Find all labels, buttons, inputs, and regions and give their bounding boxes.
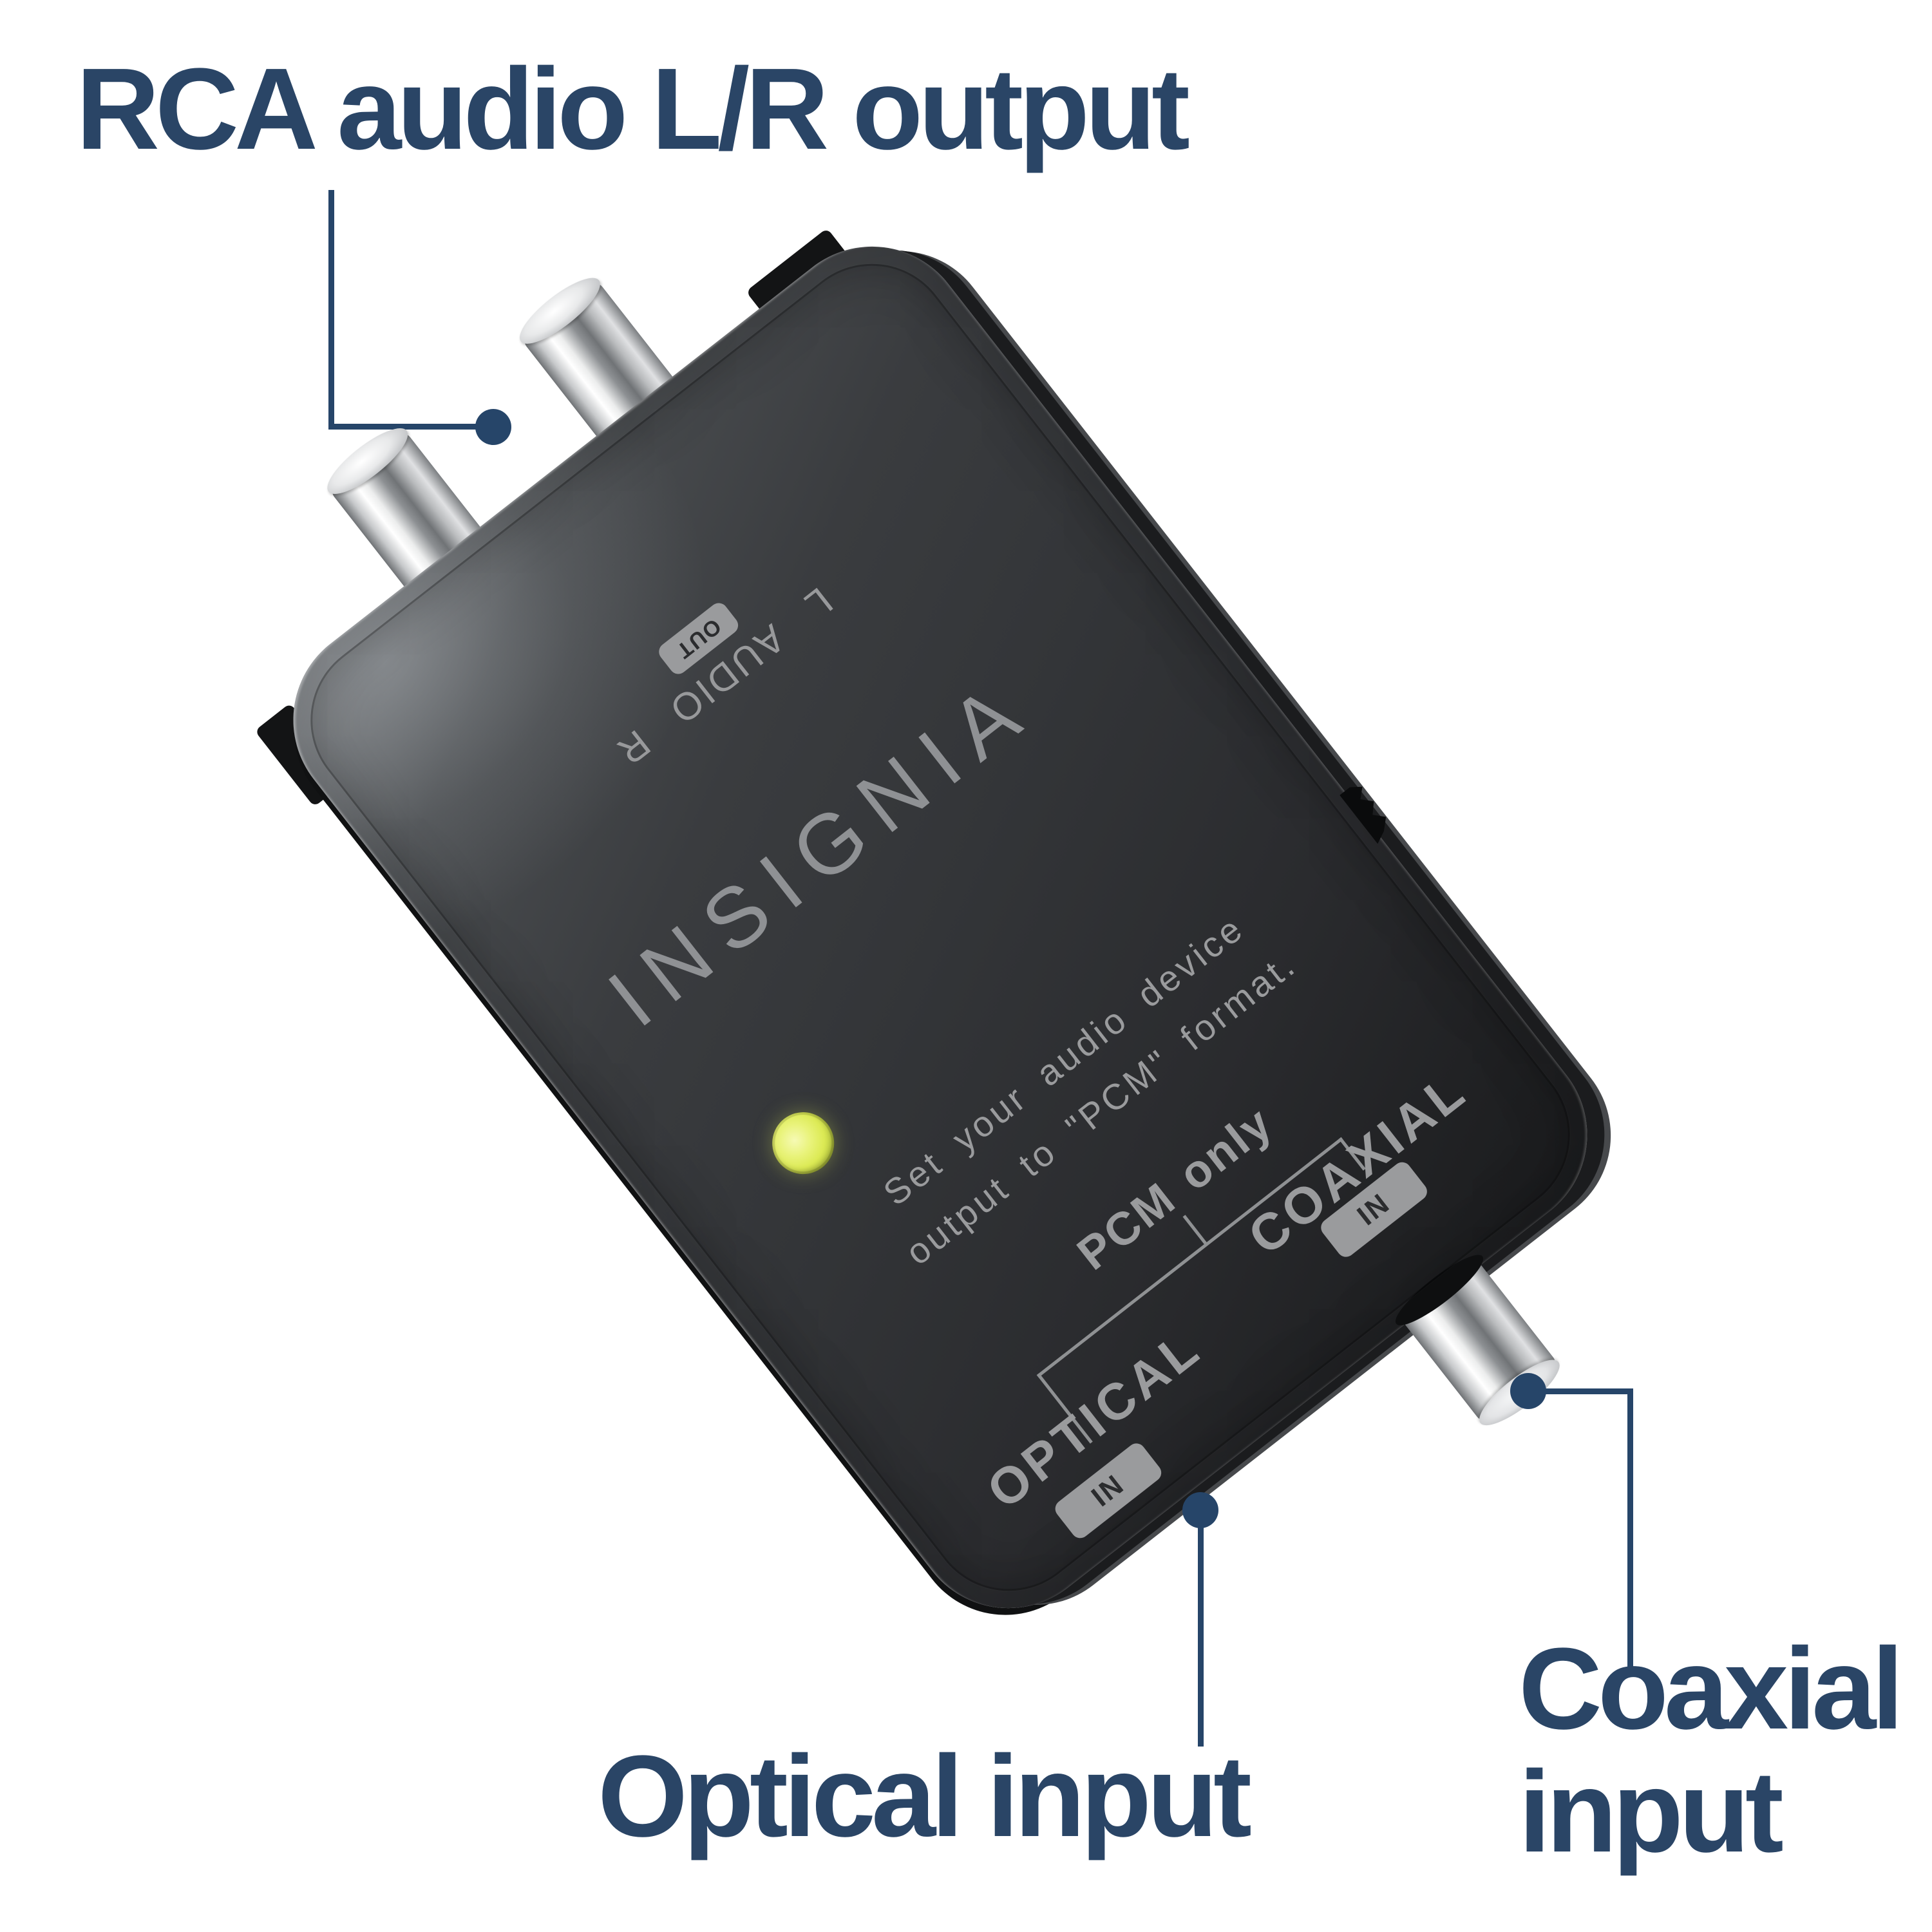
- rca-leader-dot: [475, 409, 511, 445]
- optical-input-label: Optical input: [598, 1732, 1252, 1861]
- rca-leader-line-horizontal: [328, 424, 493, 430]
- rca-output-label: RCA audio L/R output: [76, 44, 1190, 174]
- optical-leader-line: [1198, 1510, 1204, 1747]
- coaxial-leader-line-horizontal: [1528, 1388, 1633, 1394]
- rca-leader-line-vertical: [328, 190, 334, 430]
- coaxial-leader-line-vertical: [1627, 1388, 1633, 1674]
- device-face-ridge: [278, 231, 1603, 1624]
- coaxial-input-label: Coaxial input: [1519, 1624, 1904, 1877]
